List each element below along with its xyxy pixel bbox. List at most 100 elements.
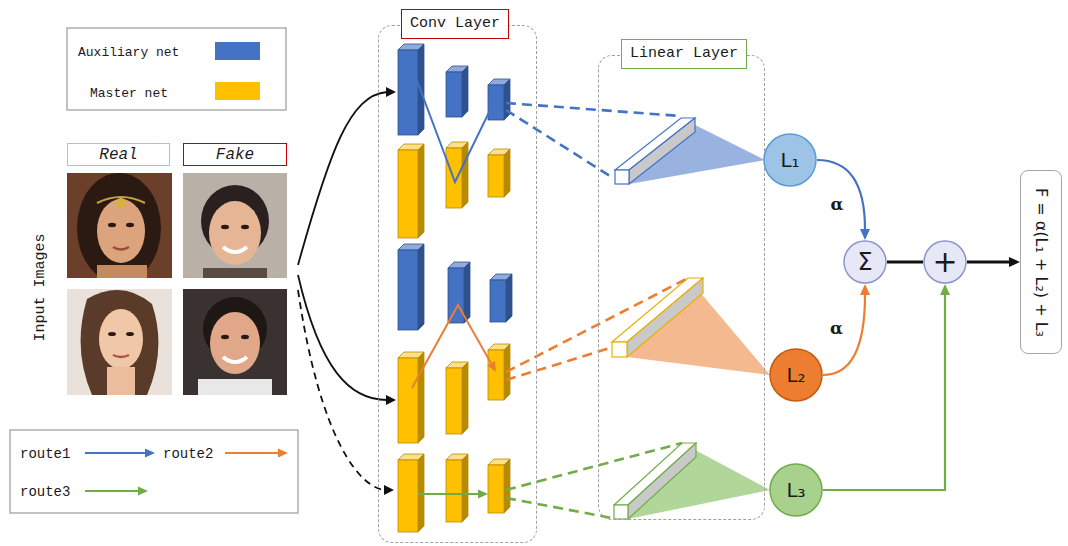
fc-beam [612, 278, 703, 357]
input-arrow [298, 290, 385, 490]
route-line [418, 493, 478, 495]
face-photo [183, 173, 287, 278]
connector-line [817, 160, 865, 229]
legend-item: route3 [20, 482, 70, 501]
dashed-link [506, 348, 610, 380]
arrow-head [487, 361, 496, 372]
fc-beam [614, 443, 696, 519]
arrow-head [386, 395, 396, 405]
arrow-head [145, 449, 155, 458]
conv-block [398, 244, 424, 330]
conv-block [488, 79, 510, 120]
edge-label-text: α [829, 194, 846, 214]
arrow-head [386, 87, 396, 97]
node-text: Linear Layer [621, 39, 747, 69]
conv-block [446, 66, 468, 117]
arrow-head [860, 229, 870, 240]
circle-node: L₁ [763, 133, 817, 187]
input-arrow [298, 92, 387, 265]
layer-group: Conv Layer [378, 25, 537, 543]
legend-text: Master net [90, 86, 168, 101]
node-text: Conv Layer [401, 9, 509, 39]
connector [823, 284, 950, 490]
label-box: Real [67, 143, 170, 166]
node-text: Fake [216, 146, 254, 164]
dashed-link [506, 103, 680, 116]
fc-beam [615, 118, 695, 184]
legend-item: Master net [90, 83, 168, 103]
connector-line [967, 261, 1009, 264]
node-text: Real [99, 146, 137, 164]
arrow-head [1009, 257, 1020, 267]
circle-node: L₂ [769, 348, 823, 402]
node-text: Σ [857, 250, 872, 274]
legend-sample [85, 487, 148, 496]
connector-line [823, 295, 945, 490]
arrow-head [138, 487, 148, 496]
connector [967, 257, 1020, 267]
label-box: Fake [183, 143, 287, 166]
legend-swatch [215, 42, 260, 60]
conv-block [488, 149, 510, 197]
conv-block [398, 352, 424, 443]
conv-block [490, 274, 512, 322]
legend-text: route2 [163, 446, 213, 462]
circle-node: L₃ [769, 463, 823, 517]
fc-triangle [627, 278, 770, 375]
dashed-link [506, 110, 613, 178]
legend-text: Auxiliary net [78, 45, 179, 60]
legend-frame [10, 430, 298, 513]
conv-block [448, 262, 470, 323]
connector [887, 262, 923, 263]
legend-item: route2 [163, 444, 213, 463]
arrow-head [278, 449, 288, 458]
arrow-head [488, 98, 496, 109]
dashed-link [506, 498, 612, 518]
legend-text: route1 [20, 446, 70, 462]
arrow-head [940, 284, 950, 295]
legend-sample [225, 449, 288, 458]
legend-swatch [215, 82, 260, 100]
face-photo [183, 289, 287, 395]
node-text: F = α(L₁ + L₂) + L₃ [1032, 188, 1051, 337]
conv-block [446, 454, 468, 522]
face-photo [67, 173, 172, 283]
formula-box: F = α(L₁ + L₂) + L₃ [1020, 170, 1062, 354]
arrow-head [384, 485, 394, 495]
face-photo [67, 289, 172, 395]
connector [823, 284, 870, 375]
circle-node: + [923, 240, 967, 284]
legend-frame [67, 28, 286, 110]
node-text: + [932, 247, 957, 277]
route-line [410, 62, 492, 182]
node-text: L₂ [786, 365, 805, 385]
conv-block [446, 142, 468, 208]
arrow-head [860, 284, 870, 295]
conv-block [488, 459, 510, 513]
layer-group: Linear Layer [598, 55, 765, 520]
legend-item: route1 [20, 444, 70, 463]
dashed-link [506, 443, 682, 490]
circle-node: Σ [843, 240, 887, 284]
connector-line [887, 261, 923, 264]
edge-label: α [829, 194, 846, 214]
input-arrow [298, 275, 387, 400]
arrow-head [478, 490, 488, 499]
node-text: L₃ [786, 480, 805, 500]
legend-item: Auxiliary net [78, 42, 179, 62]
connector-line [823, 295, 865, 375]
legend-sample [85, 449, 155, 458]
edge-label: α [828, 318, 845, 338]
dashed-link [506, 278, 688, 372]
axis-label: Input Images [32, 233, 49, 341]
connector [817, 160, 870, 240]
conv-block [446, 362, 468, 434]
conv-block [398, 144, 424, 238]
label-holder: Input Images [0, 277, 94, 296]
edge-label-text: α [828, 318, 845, 338]
legend-text: route3 [20, 484, 70, 500]
node-text: L₁ [780, 150, 799, 170]
route-line [412, 305, 491, 388]
